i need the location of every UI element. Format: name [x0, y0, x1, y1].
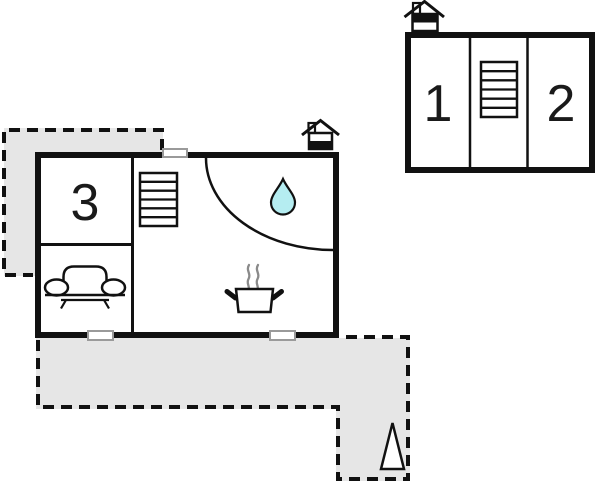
terrace-bottom [36, 335, 410, 481]
room-2-label: 2 [547, 75, 576, 133]
upper-unit: 1 2 [403, 0, 595, 173]
staircase-icon [138, 171, 179, 228]
window-marker [162, 148, 188, 158]
sofa-icon [43, 265, 127, 310]
room-3-label: 3 [71, 174, 100, 232]
terrace-dashed-border [36, 335, 410, 481]
window-marker [269, 330, 296, 341]
pot-handle [224, 289, 238, 301]
room-1-label: 1 [424, 75, 453, 133]
terrace-dashed-border [2, 128, 164, 277]
staircase-icon [479, 60, 519, 119]
ground-floor-band [309, 141, 332, 150]
roof [403, 0, 445, 19]
steam-line [255, 263, 260, 291]
door-arc [204, 157, 334, 252]
water-drop-icon [269, 176, 297, 216]
pot-body [234, 287, 275, 314]
steam-line [246, 263, 251, 291]
window-marker [87, 330, 114, 341]
sofa-back [62, 265, 108, 292]
pot-handle [270, 289, 284, 301]
roof [301, 118, 340, 137]
upper-floor-band [412, 13, 438, 23]
house-upper-floor-icon [403, 0, 445, 33]
main-unit: 3 [35, 118, 340, 341]
tree-icon [379, 422, 406, 471]
sofa-armrest [43, 278, 70, 297]
cooking-pot-icon [224, 263, 284, 314]
sofa-legs [60, 298, 110, 310]
terrace-area [36, 338, 410, 481]
house-ground-floor-icon [301, 118, 340, 151]
sofa-armrest [100, 278, 127, 297]
